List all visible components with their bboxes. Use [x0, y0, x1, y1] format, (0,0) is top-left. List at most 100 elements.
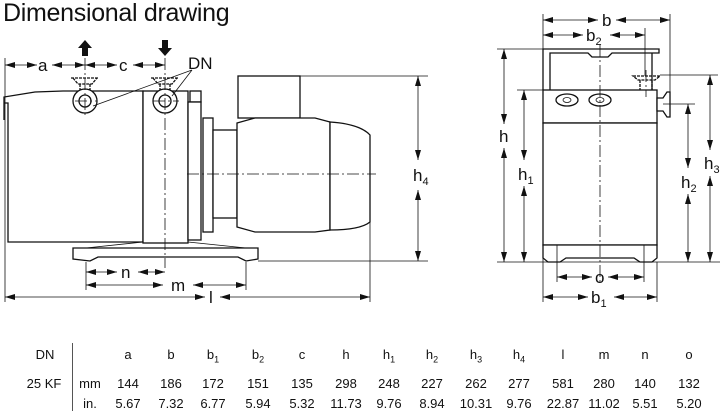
- front-view: b b2 h h1 h2 h3 o b1: [497, 11, 720, 310]
- table-cell: 5.51: [632, 396, 658, 411]
- header-subscript: 4: [520, 354, 526, 365]
- header-subscript: 2: [433, 354, 439, 365]
- column-header: h4: [513, 347, 525, 365]
- flange-plate: [187, 101, 202, 241]
- table-cell: 22.87: [546, 396, 580, 411]
- header-subscript: 3: [477, 354, 483, 365]
- dim-c-label: c: [119, 56, 128, 75]
- table-cell: 132: [678, 376, 700, 391]
- outlet-arrow-icon: [78, 40, 92, 56]
- table-cell: 7.32: [158, 396, 184, 411]
- table-cell: 9.76: [506, 396, 532, 411]
- header-base: n: [641, 347, 649, 362]
- header-base: h: [382, 347, 391, 362]
- column-header: c: [299, 347, 306, 365]
- table-cell: 5.94: [245, 396, 271, 411]
- column-header: l: [562, 347, 565, 365]
- row-unit: mm: [79, 376, 101, 391]
- dim-n-label: n: [121, 263, 130, 282]
- inlet-arrow-icon: [158, 40, 172, 56]
- column-header: m: [599, 347, 610, 365]
- header-base: h: [469, 347, 478, 362]
- row-unit: in.: [83, 396, 97, 411]
- header-base: l: [561, 347, 565, 362]
- table-cell: 11.02: [588, 396, 620, 411]
- table-divider: [72, 343, 73, 411]
- motor: [236, 117, 331, 233]
- header-subscript: 1: [390, 354, 396, 365]
- header-base: b: [167, 347, 175, 362]
- table-cell: 10.31: [459, 396, 493, 411]
- table-cell: 144: [117, 376, 139, 391]
- header-base: h: [342, 347, 350, 362]
- table-cell: 277: [508, 376, 530, 391]
- header-base: a: [124, 347, 132, 362]
- handle: [542, 48, 660, 90]
- dim-h2-label: h2: [681, 173, 697, 195]
- side-view: a c DN h4 n m l: [3, 40, 429, 307]
- side-port: [656, 91, 671, 118]
- header-base: b: [251, 347, 260, 362]
- column-header: o: [685, 347, 692, 365]
- header-base: o: [685, 347, 693, 362]
- table-cell: 5.67: [115, 396, 141, 411]
- page-title: Dimensional drawing: [3, 0, 230, 27]
- table-cell: 5.20: [676, 396, 702, 411]
- column-header: n: [641, 347, 648, 365]
- header-base: c: [298, 347, 306, 362]
- dim-a-label: a: [38, 56, 48, 75]
- table-cell: 151: [247, 376, 269, 391]
- column-header: h1: [383, 347, 395, 365]
- header-base: h: [512, 347, 521, 362]
- pump-center-block: [142, 90, 189, 244]
- header-base: m: [598, 347, 610, 362]
- column-header: b2: [252, 347, 264, 365]
- port-hole: [555, 93, 579, 107]
- dim-h1-label: h1: [518, 165, 534, 187]
- header-base: h: [425, 347, 434, 362]
- dim-m-label: m: [171, 276, 185, 295]
- table-cell: 8.94: [419, 396, 445, 411]
- table-cell: 248: [378, 376, 400, 391]
- table-cell: 135: [291, 376, 313, 391]
- column-header: b: [167, 347, 174, 365]
- table-cell: 262: [465, 376, 487, 391]
- column-header: b1: [207, 347, 219, 365]
- terminal-box: [237, 75, 301, 119]
- dimensional-drawing: a c DN h4 n m l b: [3, 11, 720, 310]
- base-plate: [72, 247, 259, 262]
- column-header: h2: [426, 347, 438, 365]
- column-header: h: [342, 347, 349, 365]
- motor-fan-cover: [329, 121, 371, 231]
- table-cell: 172: [202, 376, 224, 391]
- column-header: h3: [470, 347, 482, 365]
- table-cell: 140: [634, 376, 656, 391]
- dn-label: DN: [188, 54, 213, 73]
- table-cell: 11.73: [330, 396, 362, 411]
- header-subscript: 2: [259, 354, 265, 365]
- table-cell: 6.77: [200, 396, 226, 411]
- pump-housing: [3, 90, 144, 243]
- dim-b-label: b: [602, 11, 611, 30]
- header-dn: DN: [35, 347, 55, 362]
- table-cell: 227: [421, 376, 443, 391]
- dim-b2-label: b2: [586, 26, 602, 48]
- dim-h3-label: h3: [704, 154, 720, 176]
- table-cell: 581: [552, 376, 574, 391]
- dim-h-label: h: [499, 127, 508, 146]
- row-dn: 25 KF: [26, 376, 62, 391]
- dim-l-label: l: [209, 288, 213, 307]
- motor-flange: [202, 117, 214, 233]
- dim-b1-label: b1: [591, 288, 607, 310]
- header-base: b: [206, 347, 215, 362]
- column-header: a: [124, 347, 131, 365]
- dim-h4-label: h4: [413, 166, 429, 188]
- header-subscript: 1: [214, 354, 220, 365]
- table-cell: 9.76: [376, 396, 402, 411]
- table-cell: 5.32: [289, 396, 315, 411]
- table-cell: 298: [335, 376, 357, 391]
- table-cell: 280: [593, 376, 615, 391]
- table-cell: 186: [160, 376, 182, 391]
- dim-o-label: o: [595, 268, 604, 287]
